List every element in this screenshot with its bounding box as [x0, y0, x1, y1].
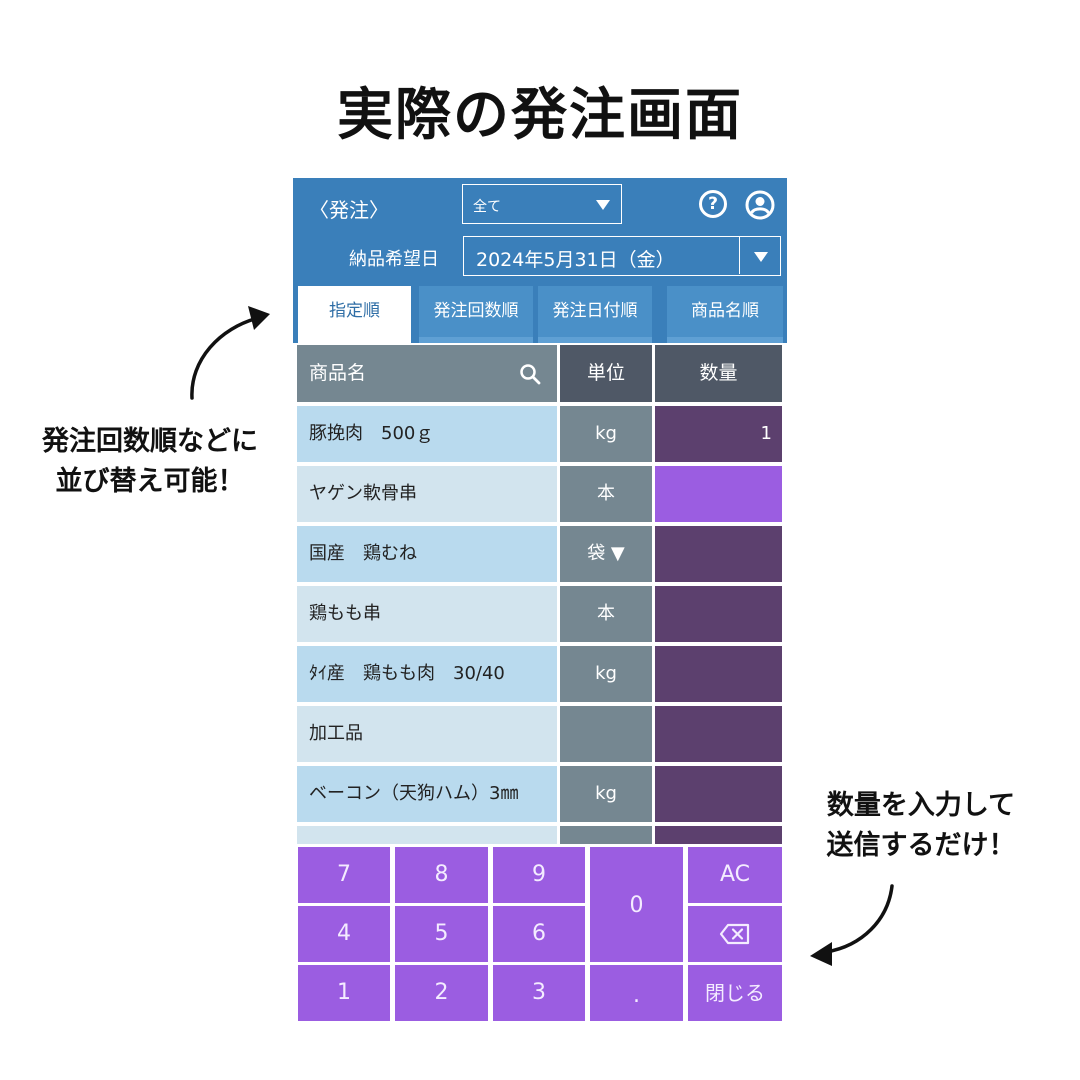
- key-backspace[interactable]: [688, 906, 782, 962]
- key-5[interactable]: 5: [395, 906, 488, 962]
- tab-shadow: [419, 337, 533, 343]
- annotation-input-line1: 数量を入力して: [826, 790, 1016, 821]
- annotation-sort: 発注回数順などに 並び替え可能！: [25, 422, 275, 502]
- unit-cell: [560, 706, 652, 762]
- product-name-cell[interactable]: 鶏もも串: [297, 586, 557, 642]
- user-account-icon[interactable]: [745, 190, 775, 220]
- page-title: 実際の発注画面: [337, 83, 743, 148]
- quantity-cell[interactable]: 1: [655, 406, 782, 462]
- tab-product-name[interactable]: 商品名順: [667, 286, 783, 343]
- annotation-input: 数量を入力して 送信するだけ！: [806, 786, 1036, 866]
- key-7[interactable]: 7: [298, 847, 390, 903]
- app-header: 〈発注〉 全て ? 納品希望日 2024年5月31日（金） 指定順 発注回数順 …: [293, 178, 787, 343]
- key-all-clear[interactable]: AC: [688, 847, 782, 903]
- delivery-date-select[interactable]: 2024年5月31日（金）: [463, 236, 781, 276]
- arrow-to-tabs-icon: [190, 306, 270, 400]
- order-screen: 〈発注〉 全て ? 納品希望日 2024年5月31日（金） 指定順 発注回数順 …: [293, 178, 787, 1026]
- tab-shadow: [538, 337, 652, 343]
- quantity-cell[interactable]: [655, 766, 782, 822]
- tab-order-count[interactable]: 発注回数順: [419, 286, 533, 343]
- product-name-cell[interactable]: ベーコン（天狗ハム）3㎜: [297, 766, 557, 822]
- column-header-product-label: 商品名: [309, 362, 367, 384]
- key-3[interactable]: 3: [493, 965, 585, 1021]
- tab-order-date-label: 発注日付順: [552, 301, 638, 321]
- key-decimal[interactable]: .: [590, 965, 683, 1021]
- unit-cell: kg: [560, 646, 652, 702]
- key-6[interactable]: 6: [493, 906, 585, 962]
- quantity-cell-active[interactable]: [655, 466, 782, 522]
- unit-cell: kg: [560, 406, 652, 462]
- quantity-cell[interactable]: [655, 526, 782, 582]
- key-8[interactable]: 8: [395, 847, 488, 903]
- annotation-input-line2: 送信するだけ！: [826, 830, 1016, 861]
- tab-order-date[interactable]: 発注日付順: [538, 286, 652, 343]
- quantity-cell[interactable]: [655, 706, 782, 762]
- chevron-down-icon: [754, 252, 768, 262]
- help-icon[interactable]: ?: [699, 190, 727, 218]
- unit-cell: kg: [560, 766, 652, 822]
- key-close[interactable]: 閉じる: [688, 965, 782, 1021]
- tab-product-name-label: 商品名順: [691, 301, 759, 321]
- product-name-cell[interactable]: 加工品: [297, 706, 557, 762]
- delivery-date-value: 2024年5月31日（金）: [476, 249, 675, 271]
- product-name-cell[interactable]: 国産 鶏むね: [297, 526, 557, 582]
- backspace-icon: [719, 923, 750, 945]
- annotation-sort-line2: 並び替え可能！: [55, 466, 245, 497]
- unit-cell: [560, 826, 652, 844]
- key-9[interactable]: 9: [493, 847, 585, 903]
- arrow-to-keypad-icon: [810, 884, 894, 966]
- annotation-sort-line1: 発注回数順などに: [42, 426, 258, 457]
- unit-select[interactable]: 袋 ▼: [560, 526, 652, 582]
- search-icon[interactable]: [519, 363, 541, 385]
- column-header-unit: 単位: [560, 345, 652, 402]
- filter-select[interactable]: 全て: [462, 184, 622, 224]
- unit-cell: 本: [560, 586, 652, 642]
- filter-select-value: 全て: [473, 199, 501, 215]
- key-2[interactable]: 2: [395, 965, 488, 1021]
- quantity-cell[interactable]: [655, 586, 782, 642]
- select-divider: [738, 237, 740, 274]
- product-name-cell[interactable]: ﾀｲ産 鶏もも肉 30/40: [297, 646, 557, 702]
- key-0[interactable]: 0: [590, 847, 683, 962]
- chevron-down-icon: [596, 200, 610, 210]
- quantity-cell[interactable]: [655, 826, 782, 844]
- quantity-cell[interactable]: [655, 646, 782, 702]
- key-1[interactable]: 1: [298, 965, 390, 1021]
- column-header-product[interactable]: 商品名: [297, 345, 557, 402]
- back-link[interactable]: 〈発注〉: [309, 198, 389, 222]
- product-name-cell[interactable]: [297, 826, 557, 844]
- column-header-quantity: 数量: [655, 345, 782, 402]
- product-name-cell[interactable]: 豚挽肉 500ｇ: [297, 406, 557, 462]
- unit-cell: 本: [560, 466, 652, 522]
- numeric-keypad: 7 8 9 0 AC 4 5 6 1 2 3 . 閉じる: [293, 844, 787, 1026]
- tab-specified-order[interactable]: 指定順: [298, 286, 411, 343]
- tab-order-count-label: 発注回数順: [433, 301, 519, 321]
- key-4[interactable]: 4: [298, 906, 390, 962]
- delivery-date-label: 納品希望日: [349, 249, 439, 270]
- tab-shadow: [667, 337, 783, 343]
- product-name-cell[interactable]: ヤゲン軟骨串: [297, 466, 557, 522]
